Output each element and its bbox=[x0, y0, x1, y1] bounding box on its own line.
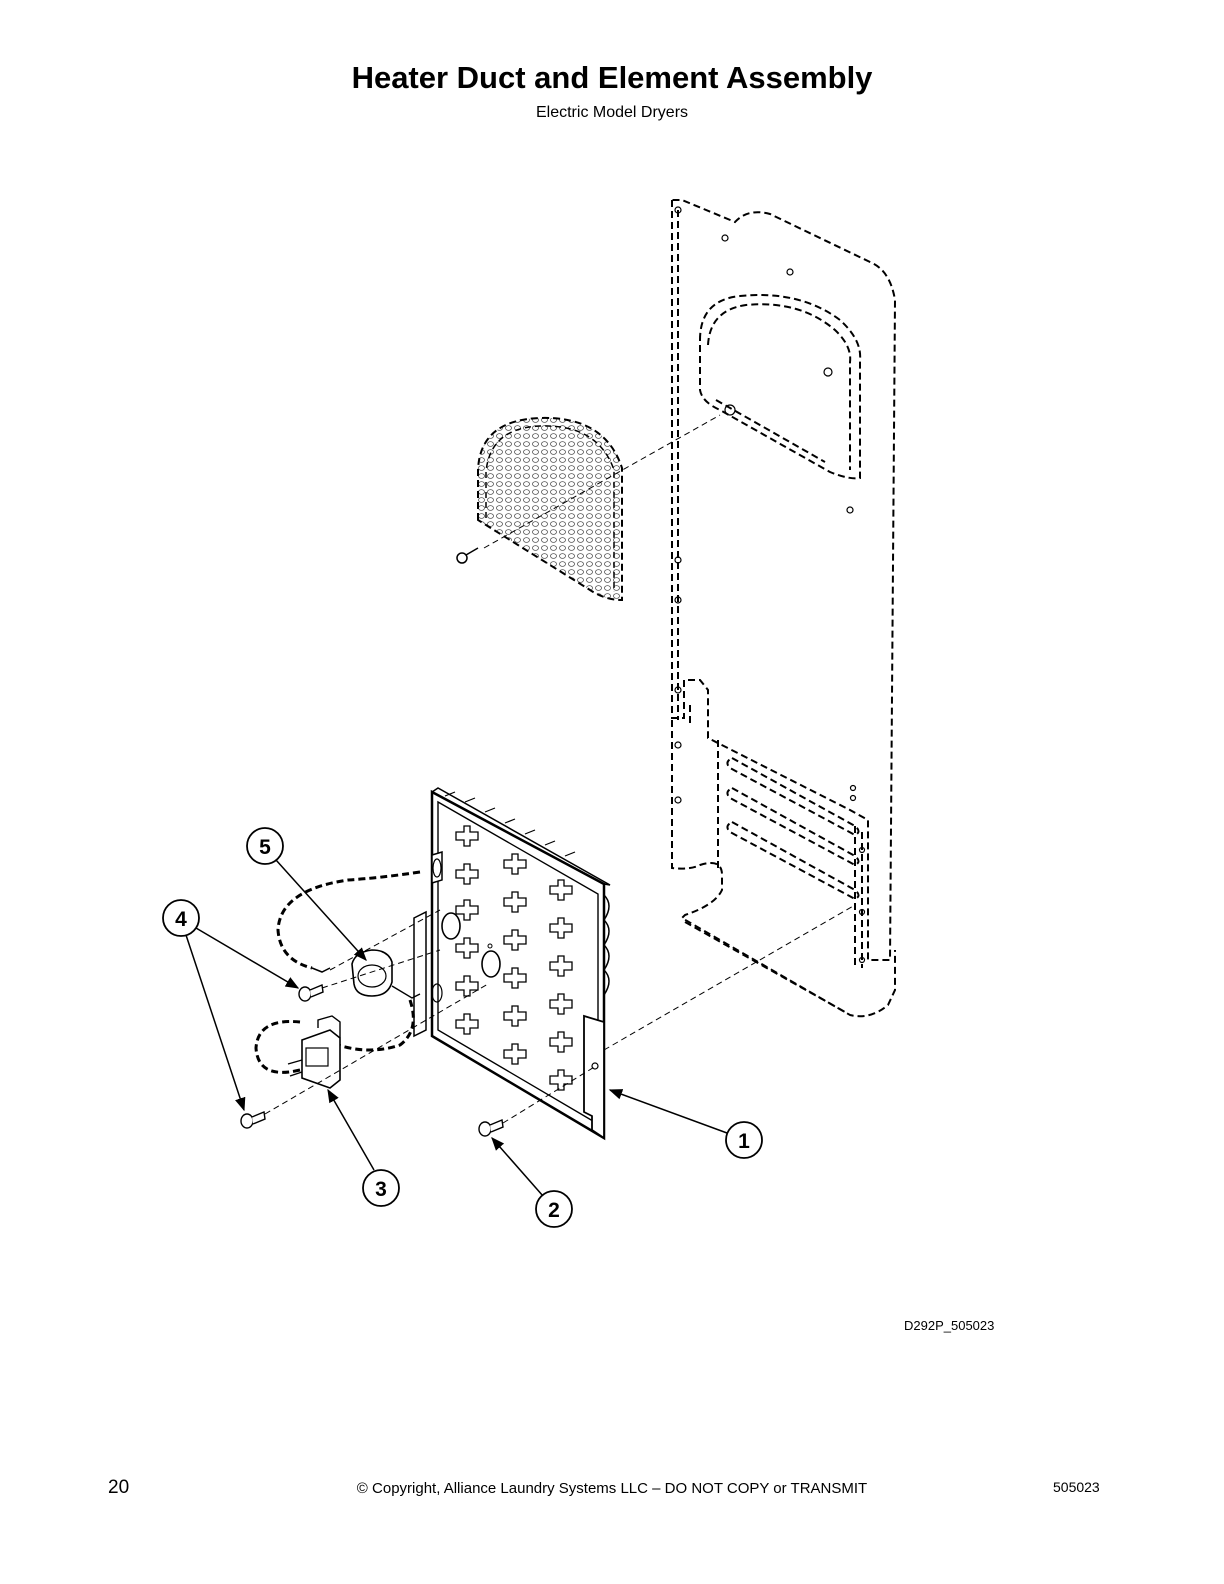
callout-5-label: 5 bbox=[259, 836, 271, 859]
high-limit-thermostat bbox=[254, 999, 415, 1089]
heater-element-assembly bbox=[413, 787, 611, 1141]
callout-5: 5 bbox=[246, 827, 367, 962]
callout-3: 3 bbox=[327, 1088, 400, 1207]
screen-screw bbox=[456, 547, 479, 564]
heater-duct bbox=[671, 199, 897, 1018]
callout-2-label: 2 bbox=[548, 1199, 560, 1222]
callout-2: 2 bbox=[491, 1136, 573, 1228]
copyright-notice: © Copyright, Alliance Laundry Systems LL… bbox=[356, 1480, 868, 1497]
figure-id: D292P_505023 bbox=[904, 1318, 995, 1333]
fastener-leader-lines bbox=[264, 904, 856, 1124]
callout-4-label: 4 bbox=[175, 908, 187, 931]
screw-2 bbox=[478, 1119, 504, 1137]
screw-4-lower bbox=[240, 1111, 266, 1129]
callout-1: 1 bbox=[608, 1089, 763, 1159]
callout-3-label: 3 bbox=[375, 1178, 387, 1201]
callout-4: 4 bbox=[162, 899, 300, 1112]
screw-4-upper bbox=[298, 984, 324, 1002]
page-subtitle: Electric Model Dryers bbox=[535, 104, 689, 121]
duct-holes bbox=[674, 206, 866, 964]
thermostat bbox=[276, 870, 421, 999]
document-number: 505023 bbox=[1053, 1479, 1100, 1495]
screen bbox=[477, 416, 623, 602]
screen-leader-line bbox=[483, 414, 721, 549]
page-title: Heater Duct and Element Assembly bbox=[351, 60, 873, 95]
page-number: 20 bbox=[108, 1477, 130, 1498]
thermostat-leader-line bbox=[329, 909, 441, 971]
callout-1-label: 1 bbox=[738, 1130, 750, 1153]
